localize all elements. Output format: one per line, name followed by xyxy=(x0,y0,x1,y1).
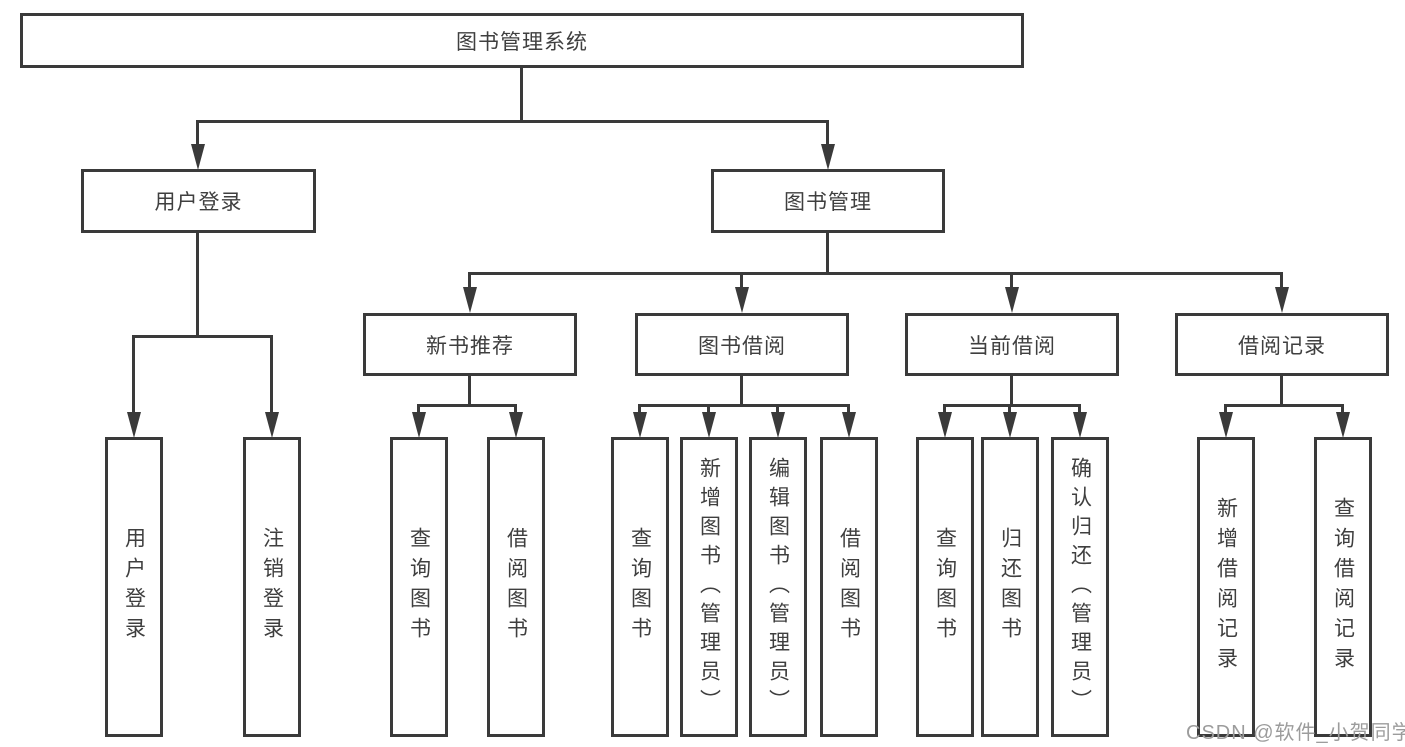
csdn-watermark: CSDN @软件_小贺同学 xyxy=(1186,722,1405,744)
leaf-borrow-books: 借阅图书 xyxy=(820,437,878,737)
arrow-down-icon xyxy=(1073,412,1087,438)
leaf-edit-books-admin: 编辑图书（管理员） xyxy=(749,437,807,737)
node-label: 注销登录 xyxy=(260,527,284,647)
arrow-down-icon xyxy=(412,412,426,438)
leaf-query-books: 查询图书 xyxy=(916,437,974,737)
arrow-down-icon xyxy=(1003,412,1017,438)
connector-hline xyxy=(1224,404,1344,407)
connector-vline xyxy=(776,404,779,414)
leaf-user-login: 用户登录 xyxy=(105,437,163,737)
node-label: 确认归还（管理员） xyxy=(1068,456,1092,718)
arrow-down-icon xyxy=(1005,287,1019,313)
connector-hline xyxy=(638,404,850,407)
connector-vline xyxy=(826,233,829,272)
node-library-system: 图书管理系统 xyxy=(20,13,1024,68)
leaf-query-books: 查询图书 xyxy=(611,437,669,737)
node-label: 图书借阅 xyxy=(698,334,786,358)
leaf-query-books: 查询图书 xyxy=(390,437,448,737)
node-new-book-recommend: 新书推荐 xyxy=(363,313,577,376)
arrow-down-icon xyxy=(842,412,856,438)
connector-vline xyxy=(740,272,743,290)
node-label: 新增借阅记录 xyxy=(1214,497,1238,677)
node-label: 借阅记录 xyxy=(1238,334,1326,358)
node-label: 归还图书 xyxy=(998,527,1022,647)
leaf-return-books: 归还图书 xyxy=(981,437,1039,737)
connector-vline xyxy=(520,68,523,120)
node-label: 查询借阅记录 xyxy=(1331,497,1355,677)
node-label: 借阅图书 xyxy=(504,527,528,647)
arrow-down-icon xyxy=(771,412,785,438)
arrow-down-icon xyxy=(938,412,952,438)
connector-vline xyxy=(826,120,829,148)
connector-vline xyxy=(196,120,199,148)
connector-vline xyxy=(1010,272,1013,290)
arrow-down-icon xyxy=(1219,412,1233,438)
connector-vline xyxy=(847,404,850,414)
arrow-down-icon xyxy=(1275,287,1289,313)
node-label: 当前借阅 xyxy=(968,334,1056,358)
connector-hline xyxy=(132,335,273,338)
connector-vline xyxy=(1008,404,1011,414)
connector-vline xyxy=(638,404,641,414)
node-current-borrow: 当前借阅 xyxy=(905,313,1119,376)
node-label: 图书管理 xyxy=(784,191,872,214)
node-label: 查询图书 xyxy=(933,527,957,647)
node-label: 图书管理系统 xyxy=(456,30,588,54)
connector-hline xyxy=(417,404,517,407)
arrow-down-icon xyxy=(191,144,205,170)
leaf-confirm-return-admin: 确认归还（管理员） xyxy=(1051,437,1109,737)
node-label: 用户登录 xyxy=(154,191,243,214)
arrow-down-icon xyxy=(265,412,279,438)
node-book-borrow: 图书借阅 xyxy=(635,313,849,376)
arrow-down-icon xyxy=(509,412,523,438)
connector-vline xyxy=(1280,272,1283,290)
connector-vline xyxy=(1341,404,1344,414)
node-borrow-records: 借阅记录 xyxy=(1175,313,1389,376)
connector-vline xyxy=(1280,376,1283,404)
node-label: 编辑图书（管理员） xyxy=(766,456,790,718)
arrow-down-icon xyxy=(1336,412,1350,438)
connector-vline xyxy=(417,404,420,414)
node-book-management: 图书管理 xyxy=(711,169,945,233)
connector-vline xyxy=(514,404,517,414)
node-label: 新增图书（管理员） xyxy=(697,456,721,718)
arrow-down-icon xyxy=(735,287,749,313)
connector-hline xyxy=(196,120,829,123)
connector-vline xyxy=(1010,376,1013,404)
arrow-down-icon xyxy=(633,412,647,438)
connector-vline xyxy=(1078,404,1081,414)
leaf-borrow-books: 借阅图书 xyxy=(487,437,545,737)
arrow-down-icon xyxy=(821,144,835,170)
connector-hline xyxy=(943,404,1081,407)
node-label: 新书推荐 xyxy=(426,334,514,358)
leaf-query-borrow-record: 查询借阅记录 xyxy=(1314,437,1372,737)
connector-vline xyxy=(740,376,743,404)
arrow-down-icon xyxy=(463,287,477,313)
connector-vline xyxy=(1224,404,1227,414)
connector-vline xyxy=(943,404,946,414)
leaf-add-borrow-record: 新增借阅记录 xyxy=(1197,437,1255,737)
arrow-down-icon xyxy=(127,412,141,438)
node-user-login: 用户登录 xyxy=(81,169,316,233)
connector-vline xyxy=(468,376,471,404)
leaf-add-books-admin: 新增图书（管理员） xyxy=(680,437,738,737)
arrow-down-icon xyxy=(702,412,716,438)
connector-vline xyxy=(468,272,471,290)
connector-vline xyxy=(132,335,135,414)
node-label: 查询图书 xyxy=(407,527,431,647)
connector-hline xyxy=(468,272,1283,275)
connector-vline xyxy=(270,335,273,414)
node-label: 借阅图书 xyxy=(837,527,861,647)
leaf-logout: 注销登录 xyxy=(243,437,301,737)
connector-vline xyxy=(196,233,199,335)
connector-vline xyxy=(707,404,710,414)
node-label: 用户登录 xyxy=(122,527,146,647)
node-label: 查询图书 xyxy=(628,527,652,647)
